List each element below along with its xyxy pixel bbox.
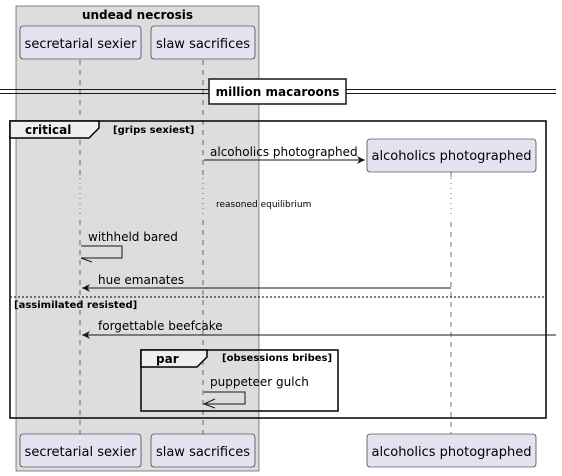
message-hue-emanates-label: hue emanates xyxy=(98,273,184,287)
participant-secretarial-sexier-top-label: secretarial sexier xyxy=(25,37,138,52)
message-self-puppeteer-label: puppeteer gulch xyxy=(210,375,309,389)
participant-slaw-sacrifices-top xyxy=(150,25,256,60)
critical-fragment xyxy=(9,120,547,419)
message-forgettable-beefcake-label: forgettable beefcake xyxy=(98,319,223,333)
participant-secretarial-sexier-bottom xyxy=(19,433,142,468)
par-keyword: par xyxy=(156,352,179,366)
message-self-withheld-label: withheld bared xyxy=(88,230,178,244)
message-self-puppeteer-line xyxy=(204,391,246,405)
participant-alcoholics-photographed-created-label: alcoholics photographed xyxy=(372,149,532,164)
delay-label: reasoned equilibrium xyxy=(216,200,311,210)
participant-alcoholics-photographed-bottom-label: alcoholics photographed xyxy=(372,445,532,460)
participant-secretarial-sexier-bottom-label: secretarial sexier xyxy=(25,445,138,460)
message-self-withheld-line xyxy=(81,245,123,259)
group-box-title: undead necrosis xyxy=(82,8,193,22)
participant-alcoholics-photographed-created xyxy=(366,138,537,173)
participant-alcoholics-photographed-bottom xyxy=(366,433,537,468)
participant-secretarial-sexier-top xyxy=(19,25,142,60)
par-fragment xyxy=(140,349,339,412)
participant-slaw-sacrifices-bottom xyxy=(150,433,256,468)
message-self-puppeteer-arrowhead xyxy=(202,398,216,409)
par-tab xyxy=(140,349,208,368)
participant-slaw-sacrifices-bottom-label: slaw sacrifices xyxy=(156,445,250,460)
critical-keyword: critical xyxy=(25,123,71,137)
participant-slaw-sacrifices-top-label: slaw sacrifices xyxy=(156,37,250,52)
critical-tab xyxy=(9,120,100,139)
par-condition: [obsessions bribes] xyxy=(222,353,332,364)
message-self-withheld-arrowhead xyxy=(80,257,93,263)
divider-label: million macaroons xyxy=(216,85,340,99)
critical-else-condition: [assimilated resisted] xyxy=(14,300,137,311)
divider-box xyxy=(208,78,347,105)
critical-condition: [grips sexiest] xyxy=(113,125,194,136)
message-create-label: alcoholics photographed xyxy=(210,145,358,159)
